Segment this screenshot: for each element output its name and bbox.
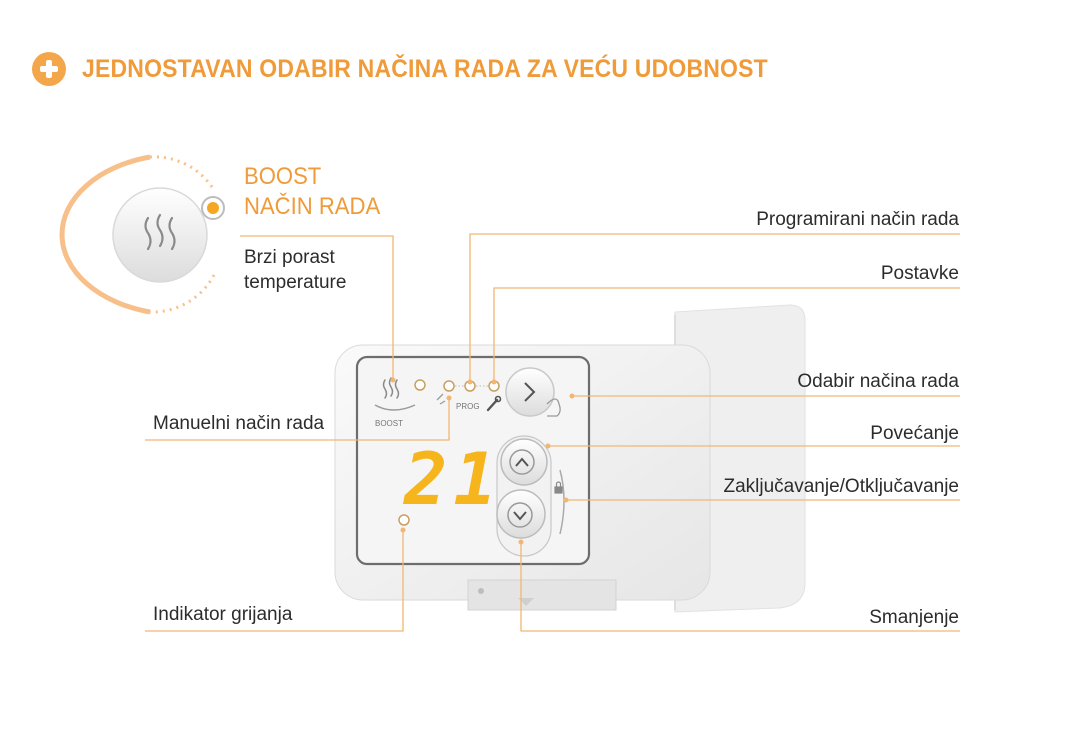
heating-indicator-led (398, 514, 410, 526)
wrench-icon (486, 395, 502, 412)
boost-button-large (112, 187, 208, 283)
label-programirani: Programirani način rada (756, 209, 959, 230)
chevron-down-icon (513, 511, 527, 521)
chevron-up-icon (515, 457, 529, 467)
boost-led-small (414, 379, 426, 391)
label-povecanje: Povećanje (870, 423, 959, 444)
page-title: JEDNOSTAVAN ODABIR NAČINA RADA ZA VEĆU U… (82, 54, 768, 83)
label-odabir: Odabir načina rada (797, 371, 959, 392)
hand-icon (436, 393, 446, 405)
boost-led-icon (207, 202, 219, 214)
lock-icon (554, 481, 563, 494)
boost-title: BOOST NAČIN RADA (244, 162, 380, 222)
label-zakljucavanje: Zaključavanje/Otključavanje (723, 476, 959, 497)
boost-small-label: BOOST (375, 419, 403, 428)
boost-ring-dotted (149, 155, 216, 191)
boost-ring-dotted-lower (149, 274, 216, 314)
label-manuelni: Manuelni način rada (153, 413, 325, 434)
leader-lines (145, 233, 960, 632)
boost-title-line2: NAČIN RADA (244, 193, 381, 220)
label-brzi-porast: Brzi porast temperature (244, 247, 347, 293)
prog-label: PROG (456, 402, 480, 411)
plus-icon (32, 52, 66, 86)
leader-dots (390, 377, 575, 545)
boost-small-waves-icon (382, 377, 400, 399)
temperature-display: 21 (402, 437, 503, 521)
decrease-button (496, 489, 546, 539)
mode-icon (546, 398, 561, 417)
chevron-right-icon (524, 382, 536, 402)
heat-waves-icon (144, 213, 176, 251)
boost-detail (59, 154, 225, 315)
header: JEDNOSTAVAN ODABIR NAČINA RADA ZA VEĆU U… (32, 52, 828, 86)
mode-select-button (505, 367, 555, 417)
label-indikator: Indikator grijanja (153, 604, 293, 625)
manual-led (443, 380, 455, 392)
thermostat-device (334, 304, 806, 613)
boost-ring (59, 154, 151, 315)
boost-title-line1: BOOST (244, 163, 322, 190)
label-smanjenje: Smanjenje (869, 607, 959, 628)
label-postavke: Postavke (880, 263, 959, 284)
